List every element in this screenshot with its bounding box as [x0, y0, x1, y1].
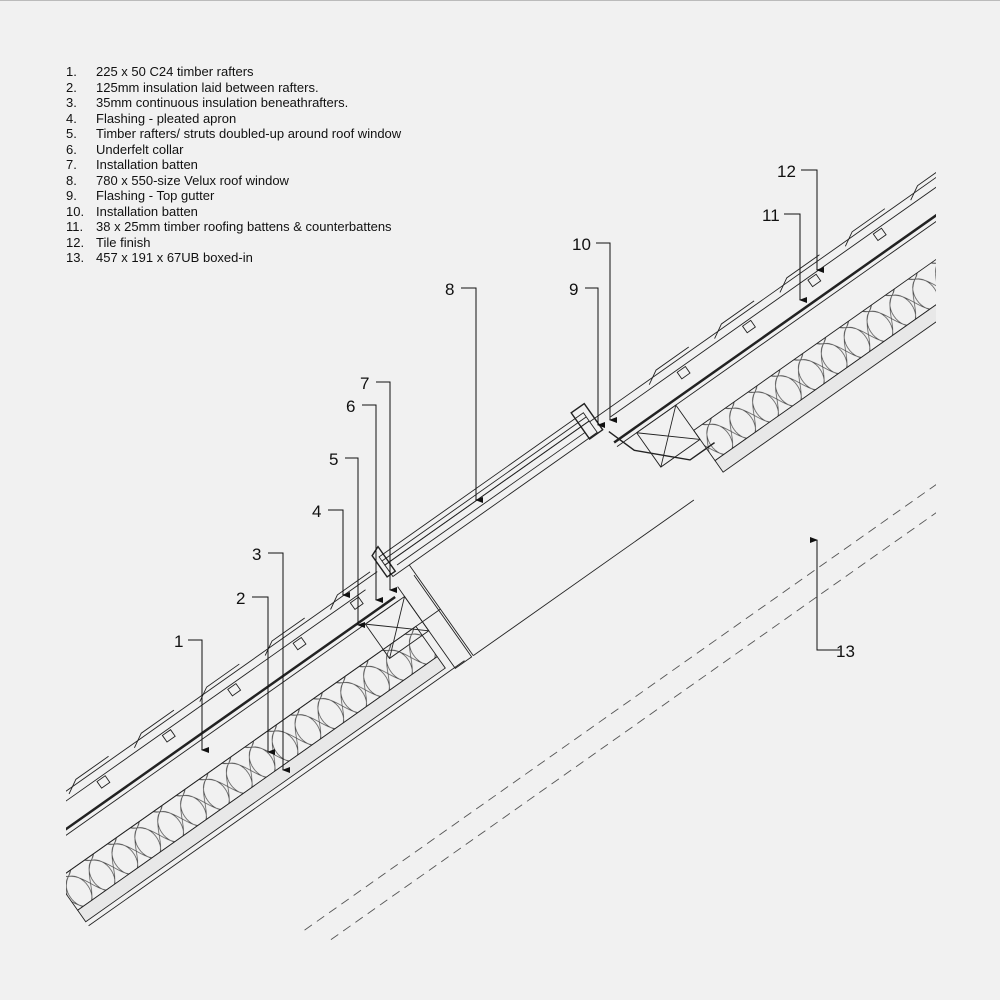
insulation-between-rafters — [66, 625, 438, 911]
legend-text: 38 x 25mm timber roofing battens & count… — [96, 219, 392, 234]
legend-item: 12. Tile finish — [66, 235, 401, 251]
legend-item: 9. Flashing - Top gutter — [66, 188, 401, 204]
legend-number: 12. — [66, 234, 85, 250]
roof-window — [371, 402, 695, 657]
callout-8: 8 — [445, 280, 454, 299]
roof-layers-upper — [589, 162, 936, 473]
legend-number: 9. — [66, 188, 77, 203]
legend-item: 10. Installation batten — [66, 204, 401, 220]
legend-item: 8. 780 x 550-size Velux roof window — [66, 173, 401, 189]
sheet-border — [0, 0, 1000, 1]
legend-text: Installation batten — [96, 203, 198, 219]
callout-13: 13 — [836, 642, 855, 661]
callout-11: 11 — [762, 206, 780, 225]
callout-3: 3 — [252, 545, 261, 564]
callout-12: 12 — [777, 162, 796, 181]
steel-beam-outline — [304, 315, 936, 941]
legend-text: Timber rafters/ struts doubled-up around… — [96, 126, 402, 141]
legend-number: 5. — [66, 126, 77, 141]
legend-item: 13. 457 x 191 x 67UB boxed-in — [66, 250, 401, 266]
callout-1: 1 — [174, 632, 183, 651]
legend-number: 2. — [66, 79, 77, 95]
legend-number: 11. — [66, 219, 84, 234]
legend-text: 457 x 191 x 67UB boxed-in — [96, 250, 253, 265]
legend-number: 6. — [66, 141, 77, 157]
callout-4: 4 — [312, 502, 321, 521]
insulation-between-rafters-upper — [693, 222, 936, 462]
callout-2: 2 — [236, 589, 245, 608]
legend-number: 13. — [66, 250, 85, 265]
trimmer-lower — [364, 574, 473, 669]
tiles-lower — [68, 571, 371, 795]
legend-item: 7. Installation batten — [66, 157, 401, 173]
legend-text: 780 x 550-size Velux roof window — [96, 172, 289, 188]
legend-number: 4. — [66, 110, 77, 126]
legend-text: Tile finish — [96, 234, 151, 250]
roof-layers-lower — [66, 571, 465, 927]
legend-item: 2. 125mm insulation laid between rafters. — [66, 80, 401, 96]
legend-number: 7. — [66, 157, 77, 172]
legend-number: 8. — [66, 172, 77, 188]
legend-item: 5. Timber rafters/ struts doubled-up arou… — [66, 126, 401, 142]
legend-item: 11. 38 x 25mm timber roofing battens & co… — [66, 219, 401, 235]
legend-text: 225 x 50 C24 timber rafters — [96, 64, 254, 79]
legend-number: 10. — [66, 203, 85, 219]
callout-6: 6 — [346, 397, 355, 416]
legend-text: Underfelt collar — [96, 141, 184, 157]
callout-9: 9 — [569, 280, 578, 299]
continuous-insulation — [77, 656, 446, 923]
legend: 1. 225 x 50 C24 timber rafters 2. 125mm in… — [66, 64, 401, 266]
legend-text: Installation batten — [96, 157, 198, 172]
legend-text: Flashing - pleated apron — [96, 110, 237, 126]
callout-5: 5 — [329, 450, 338, 469]
legend-item: 6. Underfelt collar — [66, 142, 401, 158]
legend-item: 4. Flashing - pleated apron — [66, 111, 401, 127]
legend-item: 1. 225 x 50 C24 timber rafters — [66, 64, 401, 80]
legend-text: 35mm continuous insulation beneathrafter… — [96, 95, 349, 110]
legend-number: 1. — [66, 64, 77, 79]
callout-10: 10 — [572, 235, 591, 254]
legend-text: Flashing - Top gutter — [96, 188, 215, 203]
callout-7: 7 — [360, 374, 369, 393]
legend-text: 125mm insulation laid between rafters. — [96, 79, 319, 95]
callout-leaders — [188, 169, 840, 773]
legend-number: 3. — [66, 95, 77, 110]
legend-item: 3. 35mm continuous insulation beneathraft… — [66, 95, 401, 111]
